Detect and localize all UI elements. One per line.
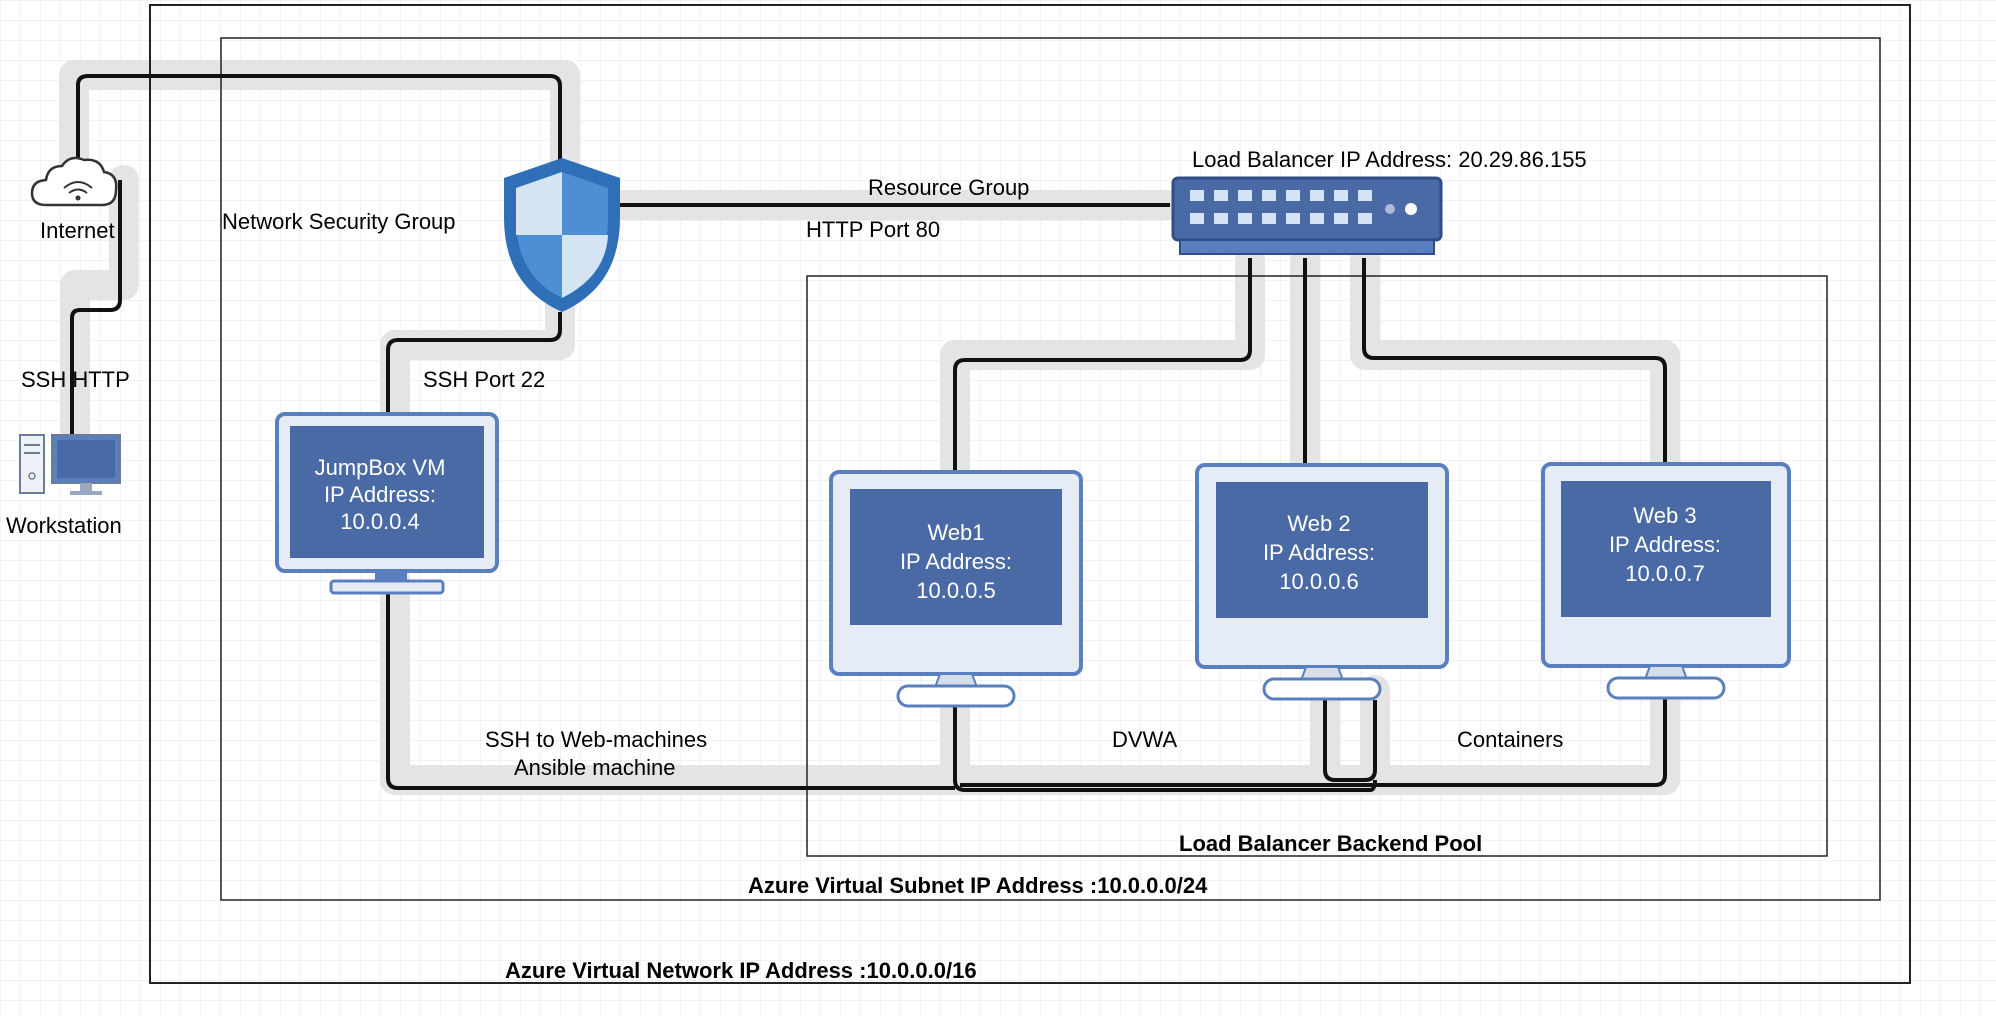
subnet-label: Azure Virtual Subnet IP Address :10.0.0.… (748, 873, 1208, 898)
connector-lines (70, 74, 1667, 792)
web1-monitor-icon (829, 470, 1083, 708)
web2-monitor-icon (1195, 463, 1449, 701)
containers-label: Containers (1457, 727, 1563, 752)
web3-monitor-icon (1541, 462, 1791, 700)
web2-ip-label: IP Address: (1263, 540, 1375, 565)
web1-ip-value: 10.0.0.5 (916, 578, 996, 603)
internet-label: Internet (40, 218, 115, 243)
ssh-port-label: SSH Port 22 (423, 367, 545, 392)
http-port-label: HTTP Port 80 (806, 217, 940, 242)
dvwa-label: DVWA (1112, 727, 1178, 752)
ssh-web-label: SSH to Web-machines (485, 727, 707, 752)
cloud-icon (30, 156, 118, 207)
resource-group-label: Resource Group (868, 175, 1029, 200)
ansible-label: Ansible machine (514, 755, 675, 780)
load-balancer-label: Load Balancer IP Address: 20.29.86.155 (1192, 147, 1587, 172)
virtual-subnet-box (220, 37, 1881, 901)
backend-pool-label: Load Balancer Backend Pool (1179, 831, 1482, 856)
jumpbox-ip-value: 10.0.0.4 (340, 509, 420, 534)
virtual-network-box (149, 4, 1911, 984)
workstation-label: Workstation (6, 513, 122, 538)
workstation-icon (19, 434, 121, 495)
web2-ip-value: 10.0.0.6 (1279, 569, 1359, 594)
backend-pool-box (806, 275, 1828, 857)
web2-name-label: Web 2 (1287, 511, 1350, 536)
shield-icon (504, 158, 620, 312)
ssh-http-label: SSH HTTP (21, 367, 130, 392)
web3-ip-value: 10.0.0.7 (1625, 561, 1705, 586)
web1-ip-label: IP Address: (900, 549, 1012, 574)
jumpbox-monitor-icon (275, 412, 499, 595)
web1-name-label: Web1 (927, 520, 984, 545)
vnet-label: Azure Virtual Network IP Address :10.0.0… (505, 958, 977, 983)
nsg-label: Network Security Group (222, 209, 456, 234)
web3-ip-label: IP Address: (1609, 532, 1721, 557)
jumpbox-name-label: JumpBox VM (315, 455, 446, 480)
load-balancer-icon (1171, 176, 1443, 255)
jumpbox-ip-label: IP Address: (324, 482, 436, 507)
web3-name-label: Web 3 (1633, 503, 1696, 528)
